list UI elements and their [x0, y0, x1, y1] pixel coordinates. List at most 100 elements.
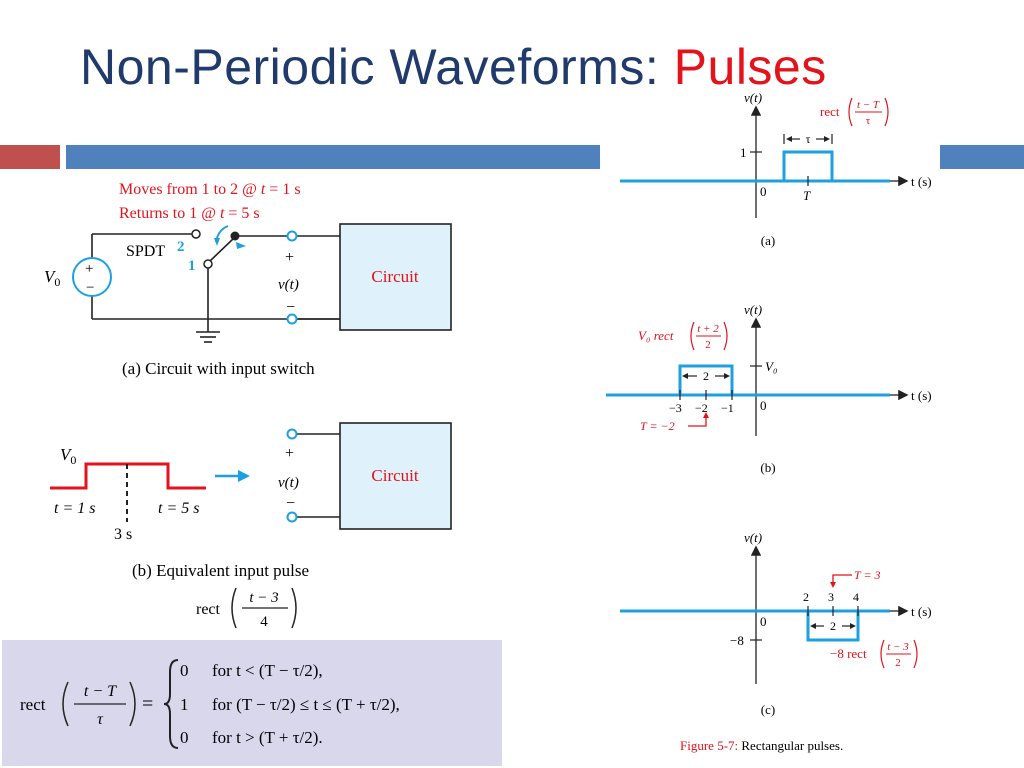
plot-b-xlabel: t (s)	[911, 388, 932, 403]
switch-terminal-1	[203, 259, 213, 269]
plot-c-pulse	[806, 611, 860, 642]
pulse-end-label: t = 5 s	[158, 500, 199, 517]
eq-row2-cond: for (T − τ/2) ≤ t ≤ (T + τ/2),	[212, 695, 400, 714]
plot-c-caption: (c)	[761, 702, 775, 717]
plot-a-caption: (a)	[761, 233, 775, 248]
plot-a-ylabel: v(t)	[744, 90, 762, 105]
plot-c: v(t) t (s) −8 0 2 3 4 2 T = 3 −8 rect t …	[620, 530, 932, 717]
plot-c-ylabel: v(t)	[744, 530, 762, 545]
output-terminal-bottom	[286, 313, 298, 325]
plot-b-level: V₀	[765, 359, 777, 374]
rect-fn: rect	[196, 601, 221, 618]
accent-bar-blue	[66, 145, 600, 169]
pulse-level-label: V0	[60, 445, 76, 467]
eq-lhs-numerator: t − T	[84, 683, 117, 700]
plot-c-t-note: T = 3	[854, 568, 881, 582]
plot-b-tick-neg2: −2	[695, 401, 708, 415]
circuit-a-diagram: Moves from 1 to 2 @ t = 1 s Returns to 1…	[44, 181, 452, 378]
output-plus: +	[285, 249, 294, 266]
circuit-box	[339, 223, 452, 331]
plot-b: v(t) t (s) V₀ 0 −3 −2 −1 2 V₀ rect t + 2…	[606, 302, 932, 475]
input-minus: −	[286, 495, 295, 512]
plot-a-xlabel: t (s)	[911, 174, 932, 189]
accent-bar-red	[0, 145, 60, 169]
plot-c-xlabel: t (s)	[911, 604, 932, 619]
slide-title: Non-Periodic Waveforms: Pulses	[80, 38, 827, 96]
eq-row1-cond: for t < (T − τ/2),	[212, 661, 323, 680]
plot-c-level: −8	[730, 633, 744, 648]
plot-b-t-note: T = −2	[640, 419, 675, 433]
circuit-box-b	[339, 422, 452, 530]
plot-c-rect-den: 2	[895, 657, 901, 669]
plot-c-tick-2: 2	[803, 590, 809, 604]
pulse-mid-label: 3 s	[114, 526, 132, 543]
eq-lhs-fn: rect	[20, 695, 46, 714]
plot-b-width: 2	[703, 369, 709, 383]
input-voltage-label: v(t)	[278, 475, 299, 491]
plot-c-tick-3: 3	[828, 590, 834, 604]
switch-pos-2: 2	[177, 239, 185, 255]
brace-icon	[163, 659, 179, 749]
plot-b-tick-neg1: −1	[721, 401, 734, 415]
plot-c-width: 2	[830, 619, 836, 633]
output-minus: −	[286, 299, 295, 316]
plot-b-rect-num: t + 2	[697, 323, 719, 335]
circuit-b-caption: (b) Equivalent input pulse	[132, 561, 309, 580]
plot-c-origin: 0	[760, 614, 767, 629]
plot-a-width: τ	[806, 132, 811, 146]
rect-denominator: 4	[260, 614, 268, 630]
plot-b-origin: 0	[760, 398, 767, 413]
circuit-box-label: Circuit	[371, 267, 418, 286]
input-terminal-bottom	[286, 511, 298, 523]
circuit-box-b-label: Circuit	[371, 466, 418, 485]
switch-label: SPDT	[126, 243, 165, 260]
pulse-plots: v(t) t (s) 1 0 T τ rect t − T τ (a) v(t)…	[606, 90, 932, 753]
plot-b-caption: (b)	[760, 460, 775, 475]
plot-a: v(t) t (s) 1 0 T τ rect t − T τ (a)	[620, 90, 932, 248]
plot-a-rect-fn: rect	[820, 104, 840, 119]
eq-row3-cond: for t > (T + τ/2).	[212, 728, 323, 747]
plot-b-rect-den: 2	[705, 339, 711, 351]
output-terminal-top	[286, 230, 298, 242]
plot-b-pulse	[678, 364, 734, 395]
circuit-a-caption: (a) Circuit with input switch	[122, 359, 315, 378]
title-accent: Pulses	[673, 39, 827, 95]
switch-terminal-2	[191, 229, 201, 239]
rect-numerator: t − 3	[249, 590, 278, 606]
figure-caption: Figure 5-7: Rectangular pulses.	[680, 738, 843, 753]
switch-pos-1: 1	[188, 258, 196, 274]
rect-definition: rect t − T τ = 0 for t < (T − τ/2), 1 fo…	[20, 659, 400, 749]
eq-row3-value: 0	[180, 728, 189, 747]
eq-row2-value: 1	[180, 695, 189, 714]
plot-a-rect-num: t − T	[857, 99, 880, 111]
voltage-source-icon	[72, 257, 112, 297]
eq-row1-value: 0	[180, 661, 189, 680]
plot-c-rect-num: t − 3	[887, 641, 909, 653]
eq-lhs-denominator: τ	[97, 711, 104, 728]
plot-a-rect-den: τ	[866, 115, 871, 127]
circuit-b-diagram: V0 t = 1 s t = 5 s 3 s + v(t) − Circuit …	[50, 422, 452, 630]
circuit-b-wires	[296, 433, 340, 518]
plot-a-pulse	[782, 150, 834, 181]
plot-a-origin: 0	[760, 184, 767, 199]
input-terminal-top	[286, 428, 298, 440]
definition-box	[2, 640, 502, 766]
switch-pivot	[230, 231, 240, 241]
output-voltage-label: v(t)	[278, 277, 299, 293]
source-minus: −	[86, 280, 94, 296]
plot-a-center: T	[803, 188, 811, 203]
title-main: Non-Periodic Waveforms:	[80, 39, 660, 95]
source-label: V0	[44, 267, 60, 289]
source-plus: +	[85, 261, 93, 277]
note-line1: Moves from 1 to 2 @ t = 1 s	[119, 181, 301, 198]
right-arrow-icon	[238, 470, 250, 482]
plot-b-tick-neg3: −3	[669, 401, 682, 415]
plot-b-rect-fn: V₀ rect	[638, 328, 674, 343]
pulse-start-label: t = 1 s	[54, 500, 95, 517]
accent-bar-blue-right	[940, 145, 1024, 169]
eq-equals: =	[142, 693, 153, 715]
plot-b-ylabel: v(t)	[744, 302, 762, 317]
plot-c-rect-fn: −8 rect	[830, 646, 867, 661]
plot-c-tick-4: 4	[853, 590, 859, 604]
input-plus: +	[285, 445, 294, 462]
